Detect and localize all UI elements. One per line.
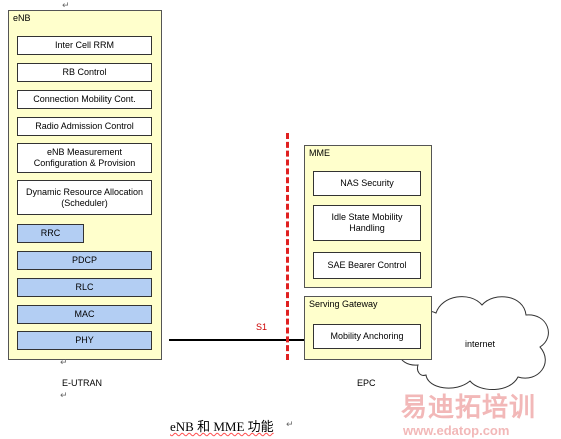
mme-function-sae-bearer: SAE Bearer Control bbox=[313, 252, 421, 279]
enb-mac-layer: MAC bbox=[17, 305, 152, 324]
enb-pdcp-layer: PDCP bbox=[17, 251, 152, 270]
ran-core-divider bbox=[286, 133, 289, 360]
enb-function-rb-control: RB Control bbox=[17, 63, 152, 82]
enb-rrc-layer: RRC bbox=[17, 224, 84, 243]
s1-label: S1 bbox=[256, 322, 268, 332]
return-mark-caption: ↵ bbox=[286, 419, 294, 429]
enb-phy-layer: PHY bbox=[17, 331, 152, 350]
enb-title: eNB bbox=[13, 13, 31, 23]
enb-function-scheduler: Dynamic Resource Allocation (Scheduler) bbox=[17, 180, 152, 215]
mme-title: MME bbox=[309, 148, 330, 158]
serving-gateway-title: Serving Gateway bbox=[309, 299, 378, 309]
enb-function-measurement-config: eNB Measurement Configuration & Provisio… bbox=[17, 143, 152, 173]
e-utran-caption: E-UTRAN bbox=[62, 378, 102, 388]
figure-caption: eNB 和 MME 功能 bbox=[170, 419, 274, 434]
mme-function-nas-security: NAS Security bbox=[313, 171, 421, 196]
return-mark-top: ↵ bbox=[62, 0, 70, 10]
return-mark-enb: ↵ bbox=[60, 357, 68, 367]
enb-function-radio-admission: Radio Admission Control bbox=[17, 117, 152, 136]
enb-function-connection-mobility: Connection Mobility Cont. bbox=[17, 90, 152, 109]
watermark-chinese: 易迪拓培训 bbox=[401, 393, 537, 423]
epc-caption: EPC bbox=[357, 378, 376, 388]
enb-function-inter-cell-rrm: Inter Cell RRM bbox=[17, 36, 152, 55]
enb-rlc-layer: RLC bbox=[17, 278, 152, 297]
gateway-function-mobility-anchoring: Mobility Anchoring bbox=[313, 324, 421, 349]
s1-connection-line bbox=[169, 339, 304, 341]
mme-function-idle-mobility: Idle State Mobility Handling bbox=[313, 205, 421, 241]
internet-label: internet bbox=[465, 339, 496, 349]
return-mark-e-utran: ↵ bbox=[60, 390, 68, 400]
watermark-url: www.edatop.com bbox=[403, 423, 510, 438]
